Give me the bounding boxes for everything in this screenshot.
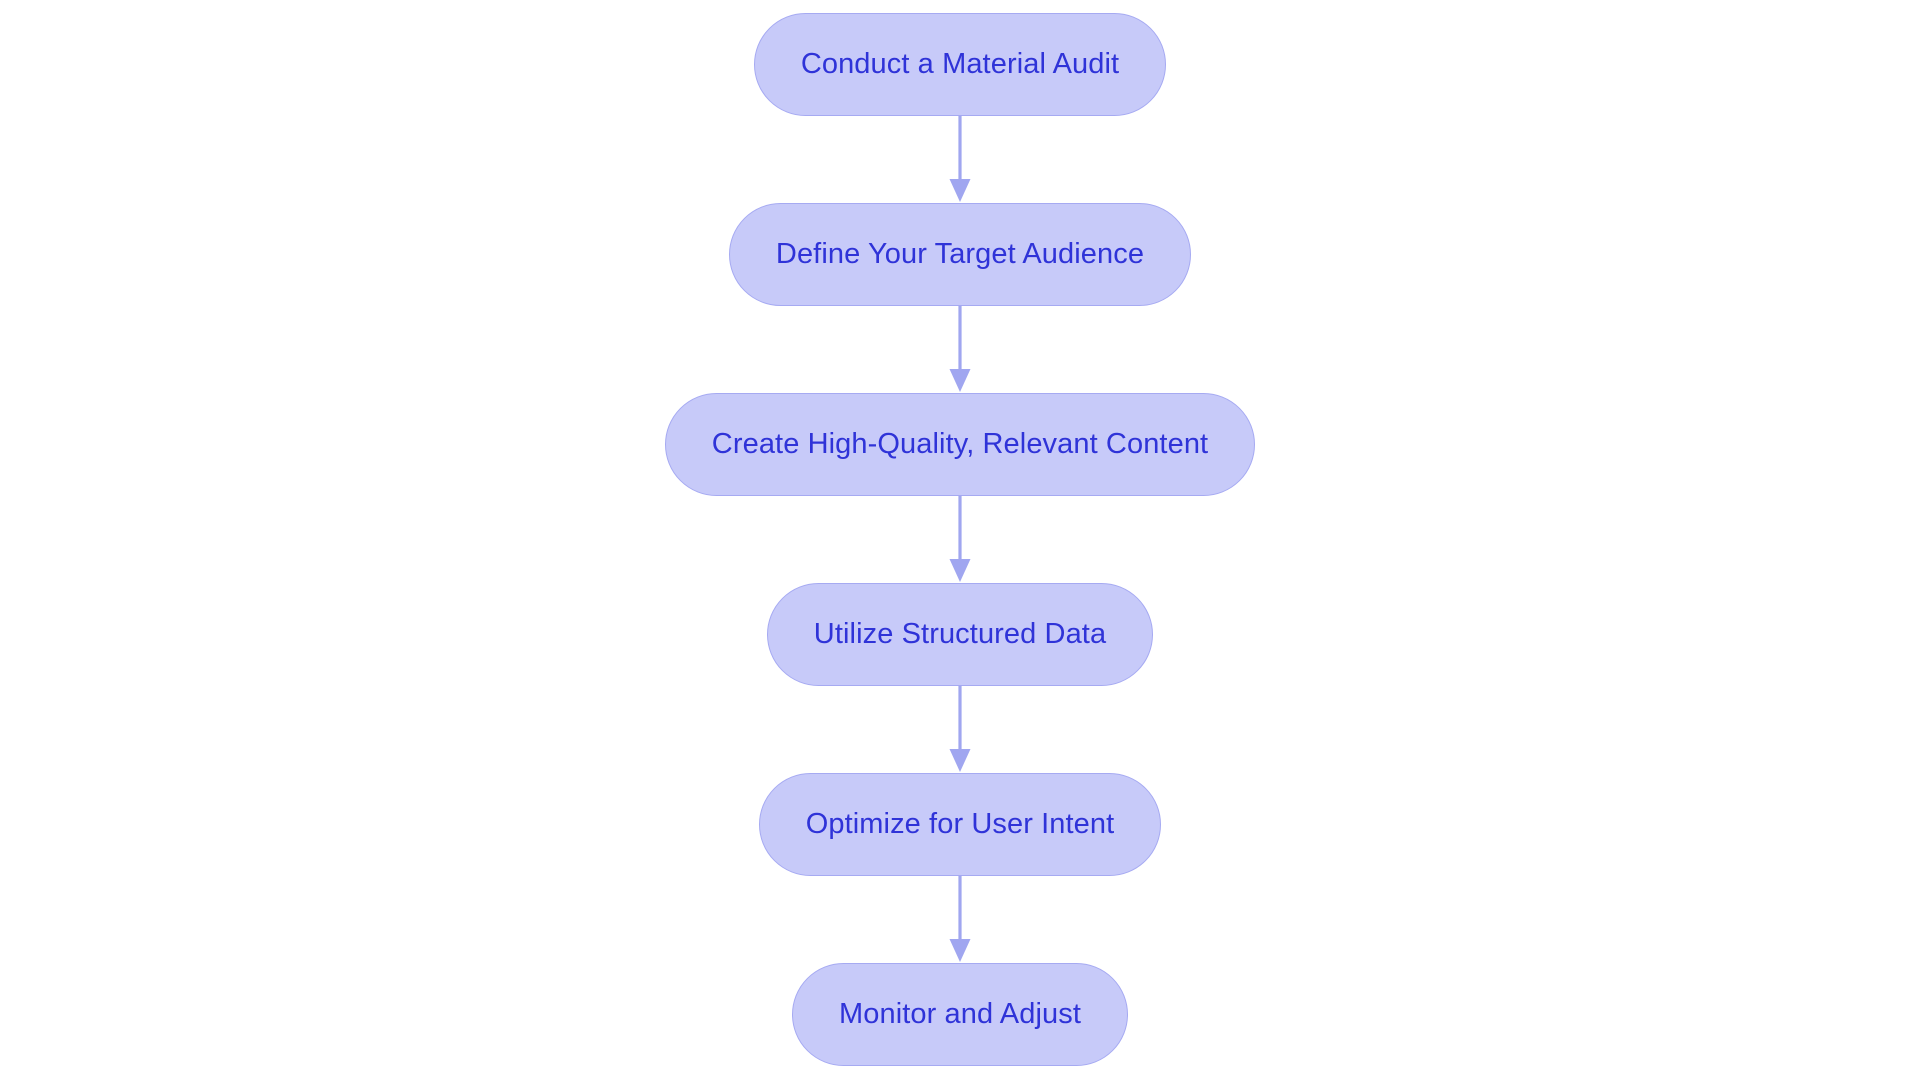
flowchart-node-3-label: Create High-Quality, Relevant Content xyxy=(711,428,1209,460)
flowchart-connector-4-5 xyxy=(0,686,1920,773)
flowchart-connector-1-2 xyxy=(0,116,1920,203)
arrow-down-icon xyxy=(949,686,971,772)
flowchart-connector-2-3 xyxy=(0,306,1920,393)
flowchart-node-1-label: Conduct a Material Audit xyxy=(800,48,1120,80)
flowchart-node-5[interactable]: Optimize for User Intent xyxy=(758,773,1162,876)
arrow-down-icon xyxy=(949,876,971,962)
top-spacer xyxy=(0,0,1920,13)
flowchart-connector-3-4 xyxy=(0,496,1920,583)
flowchart-node-4[interactable]: Utilize Structured Data xyxy=(766,583,1154,686)
flowchart-node-1[interactable]: Conduct a Material Audit xyxy=(753,13,1167,116)
flowchart-node-3[interactable]: Create High-Quality, Relevant Content xyxy=(664,393,1256,496)
flowchart-node-2-label: Define Your Target Audience xyxy=(775,238,1145,270)
flowchart-node-6[interactable]: Monitor and Adjust xyxy=(792,963,1128,1066)
flowchart-node-6-label: Monitor and Adjust xyxy=(839,998,1081,1030)
arrow-down-icon xyxy=(949,116,971,202)
arrow-down-icon xyxy=(949,496,971,582)
flowchart-connector-5-6 xyxy=(0,876,1920,963)
flowchart-node-2[interactable]: Define Your Target Audience xyxy=(728,203,1192,306)
flowchart-node-5-label: Optimize for User Intent xyxy=(805,808,1115,840)
flowchart-node-4-label: Utilize Structured Data xyxy=(813,618,1107,650)
arrow-down-icon xyxy=(949,306,971,392)
